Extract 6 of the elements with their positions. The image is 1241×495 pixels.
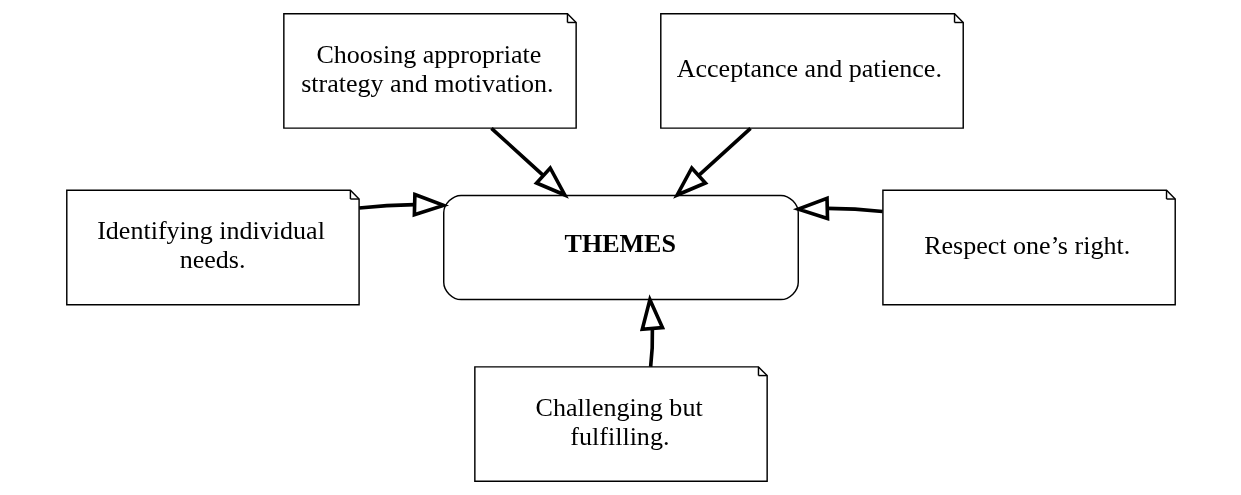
arrow: [639, 294, 665, 367]
arrow: [358, 191, 449, 218]
arrow: [489, 126, 569, 199]
node-box: THEMES: [442, 194, 799, 301]
arrow: [792, 195, 883, 222]
arrow: [672, 126, 752, 199]
